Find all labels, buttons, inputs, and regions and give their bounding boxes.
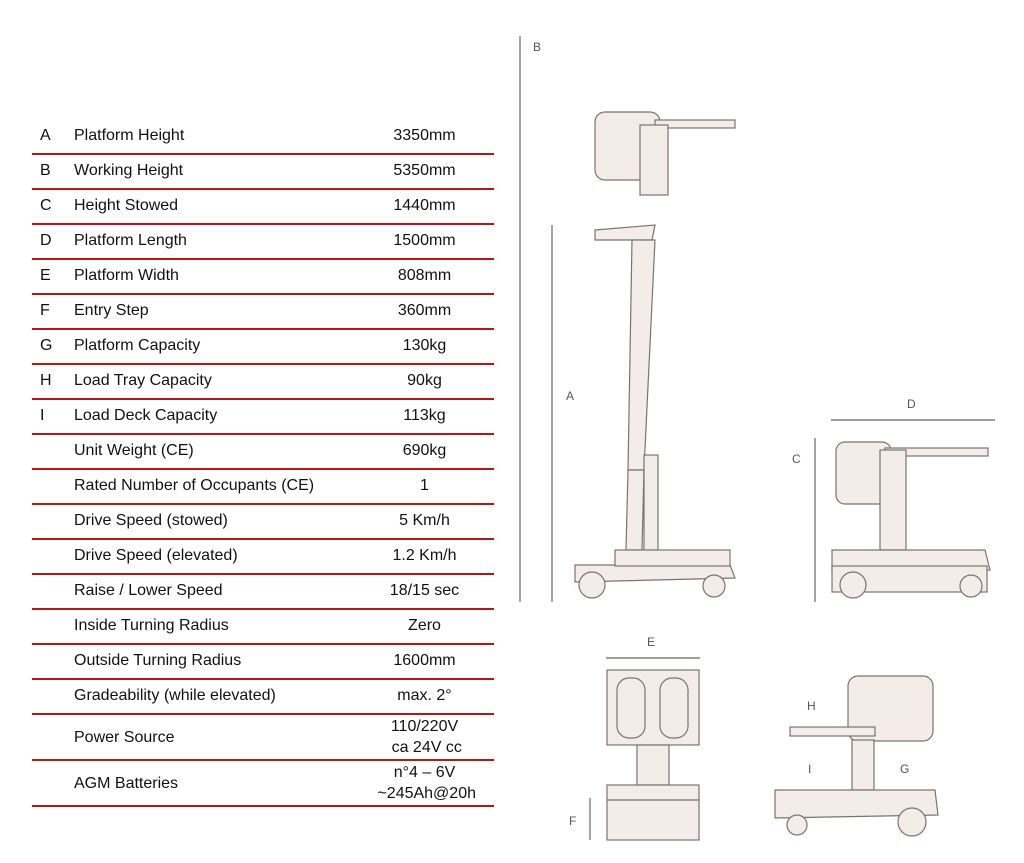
dimension-label-c: C [792,452,801,466]
spec-label: Unit Weight (CE) [74,442,194,459]
spec-label: Raise / Lower Speed [74,582,223,599]
spec-label: Drive Speed (stowed) [74,512,228,529]
dimension-label-d: D [907,397,916,411]
spec-label: Platform Width [74,267,179,284]
spec-row: E Platform Width 808mm [32,260,494,295]
spec-row: Power Source 110/220V ca 24V cc [32,715,494,761]
spec-label: Outside Turning Radius [74,652,242,669]
dimension-label-e: E [647,635,656,649]
loaded-side-view [774,675,939,837]
spec-row: B Working Height 5350mm [32,155,494,190]
spec-label: Entry Step [74,302,149,319]
spec-row: H Load Tray Capacity 90kg [32,365,494,400]
spec-row: Raise / Lower Speed 18/15 sec [32,575,494,610]
spec-letter: I [40,407,45,424]
spec-value-line1: 110/220V [390,718,459,735]
spec-letter: A [40,127,51,144]
spec-value: 1440mm [393,197,456,214]
spec-value-line2: ~245Ah@20h [373,785,476,802]
spec-value: 1600mm [393,652,456,669]
dimension-label-a: A [566,389,575,403]
spec-letter: H [40,372,52,389]
spec-letter: B [40,162,51,179]
spec-row: F Entry Step 360mm [32,295,494,330]
spec-label: AGM Batteries [74,775,179,792]
spec-value-line1: n°4 – 6V [393,764,456,781]
spec-value: 360mm [397,302,452,319]
spec-row: Unit Weight (CE) 690kg [32,435,494,470]
spec-value: 113kg [403,407,446,424]
spec-value: 1500mm [393,232,456,249]
dimension-label-b: B [533,40,542,54]
spec-row: G Platform Capacity 130kg [32,330,494,365]
dimension-label-h: H [807,699,816,713]
spec-letter: F [40,302,50,319]
spec-row: I Load Deck Capacity 113kg [32,400,494,435]
spec-letter: D [40,232,52,249]
spec-label: Load Deck Capacity [74,407,218,424]
spec-value: 90kg [407,372,442,389]
spec-row: Inside Turning Radius Zero [32,610,494,645]
spec-value: 1 [420,477,429,494]
spec-row: Gradeability (while elevated) max. 2° [32,680,494,715]
spec-label: Platform Height [74,127,185,144]
spec-value: 110/220V ca 24V cc [362,716,487,758]
spec-value: 1.2 Km/h [392,547,457,564]
spec-label: Load Tray Capacity [74,372,212,389]
spec-letter: C [40,197,52,214]
spec-row: Rated Number of Occupants (CE) 1 [32,470,494,505]
spec-value: 130kg [402,337,447,354]
spec-label: Working Height [74,162,184,179]
spec-row: Drive Speed (elevated) 1.2 Km/h [32,540,494,575]
dimension-label-g: G [900,762,910,776]
spec-value: 808mm [397,267,452,284]
spec-row: AGM Batteries n°4 – 6V ~245Ah@20h [32,761,494,807]
spec-label: Drive Speed (elevated) [74,547,238,564]
elevated-side-view [519,36,736,602]
front-view [589,657,700,841]
spec-value: 5350mm [393,162,456,179]
spec-label: Rated Number of Occupants (CE) [74,477,315,494]
spec-value: 3350mm [393,127,456,144]
spec-label: Platform Length [74,232,187,249]
spec-row: C Height Stowed 1440mm [32,190,494,225]
spec-row: Drive Speed (stowed) 5 Km/h [32,505,494,540]
spec-row: D Platform Length 1500mm [32,225,494,260]
spec-letter: E [40,267,51,284]
spec-label: Platform Capacity [74,337,201,354]
spec-label: Inside Turning Radius [74,617,229,634]
spec-value-line2: ca 24V cc [387,739,462,756]
stowed-side-view [814,419,995,602]
spec-letter: G [40,337,53,354]
spec-value: Zero [408,617,441,634]
spec-row: A Platform Height 3350mm [32,120,494,155]
spec-label: Gradeability (while elevated) [74,687,276,704]
spec-value: 5 Km/h [399,512,450,529]
spec-value: 690kg [402,442,447,459]
dimension-label-i: I [808,762,812,776]
spec-value: 18/15 sec [389,582,460,599]
spec-value: n°4 – 6V ~245Ah@20h [362,762,487,804]
spec-label: Power Source [74,729,175,746]
spec-value: max. 2° [397,687,452,704]
spec-label: Height Stowed [74,197,179,214]
spec-row: Outside Turning Radius 1600mm [32,645,494,680]
dimension-label-f: F [569,814,577,828]
